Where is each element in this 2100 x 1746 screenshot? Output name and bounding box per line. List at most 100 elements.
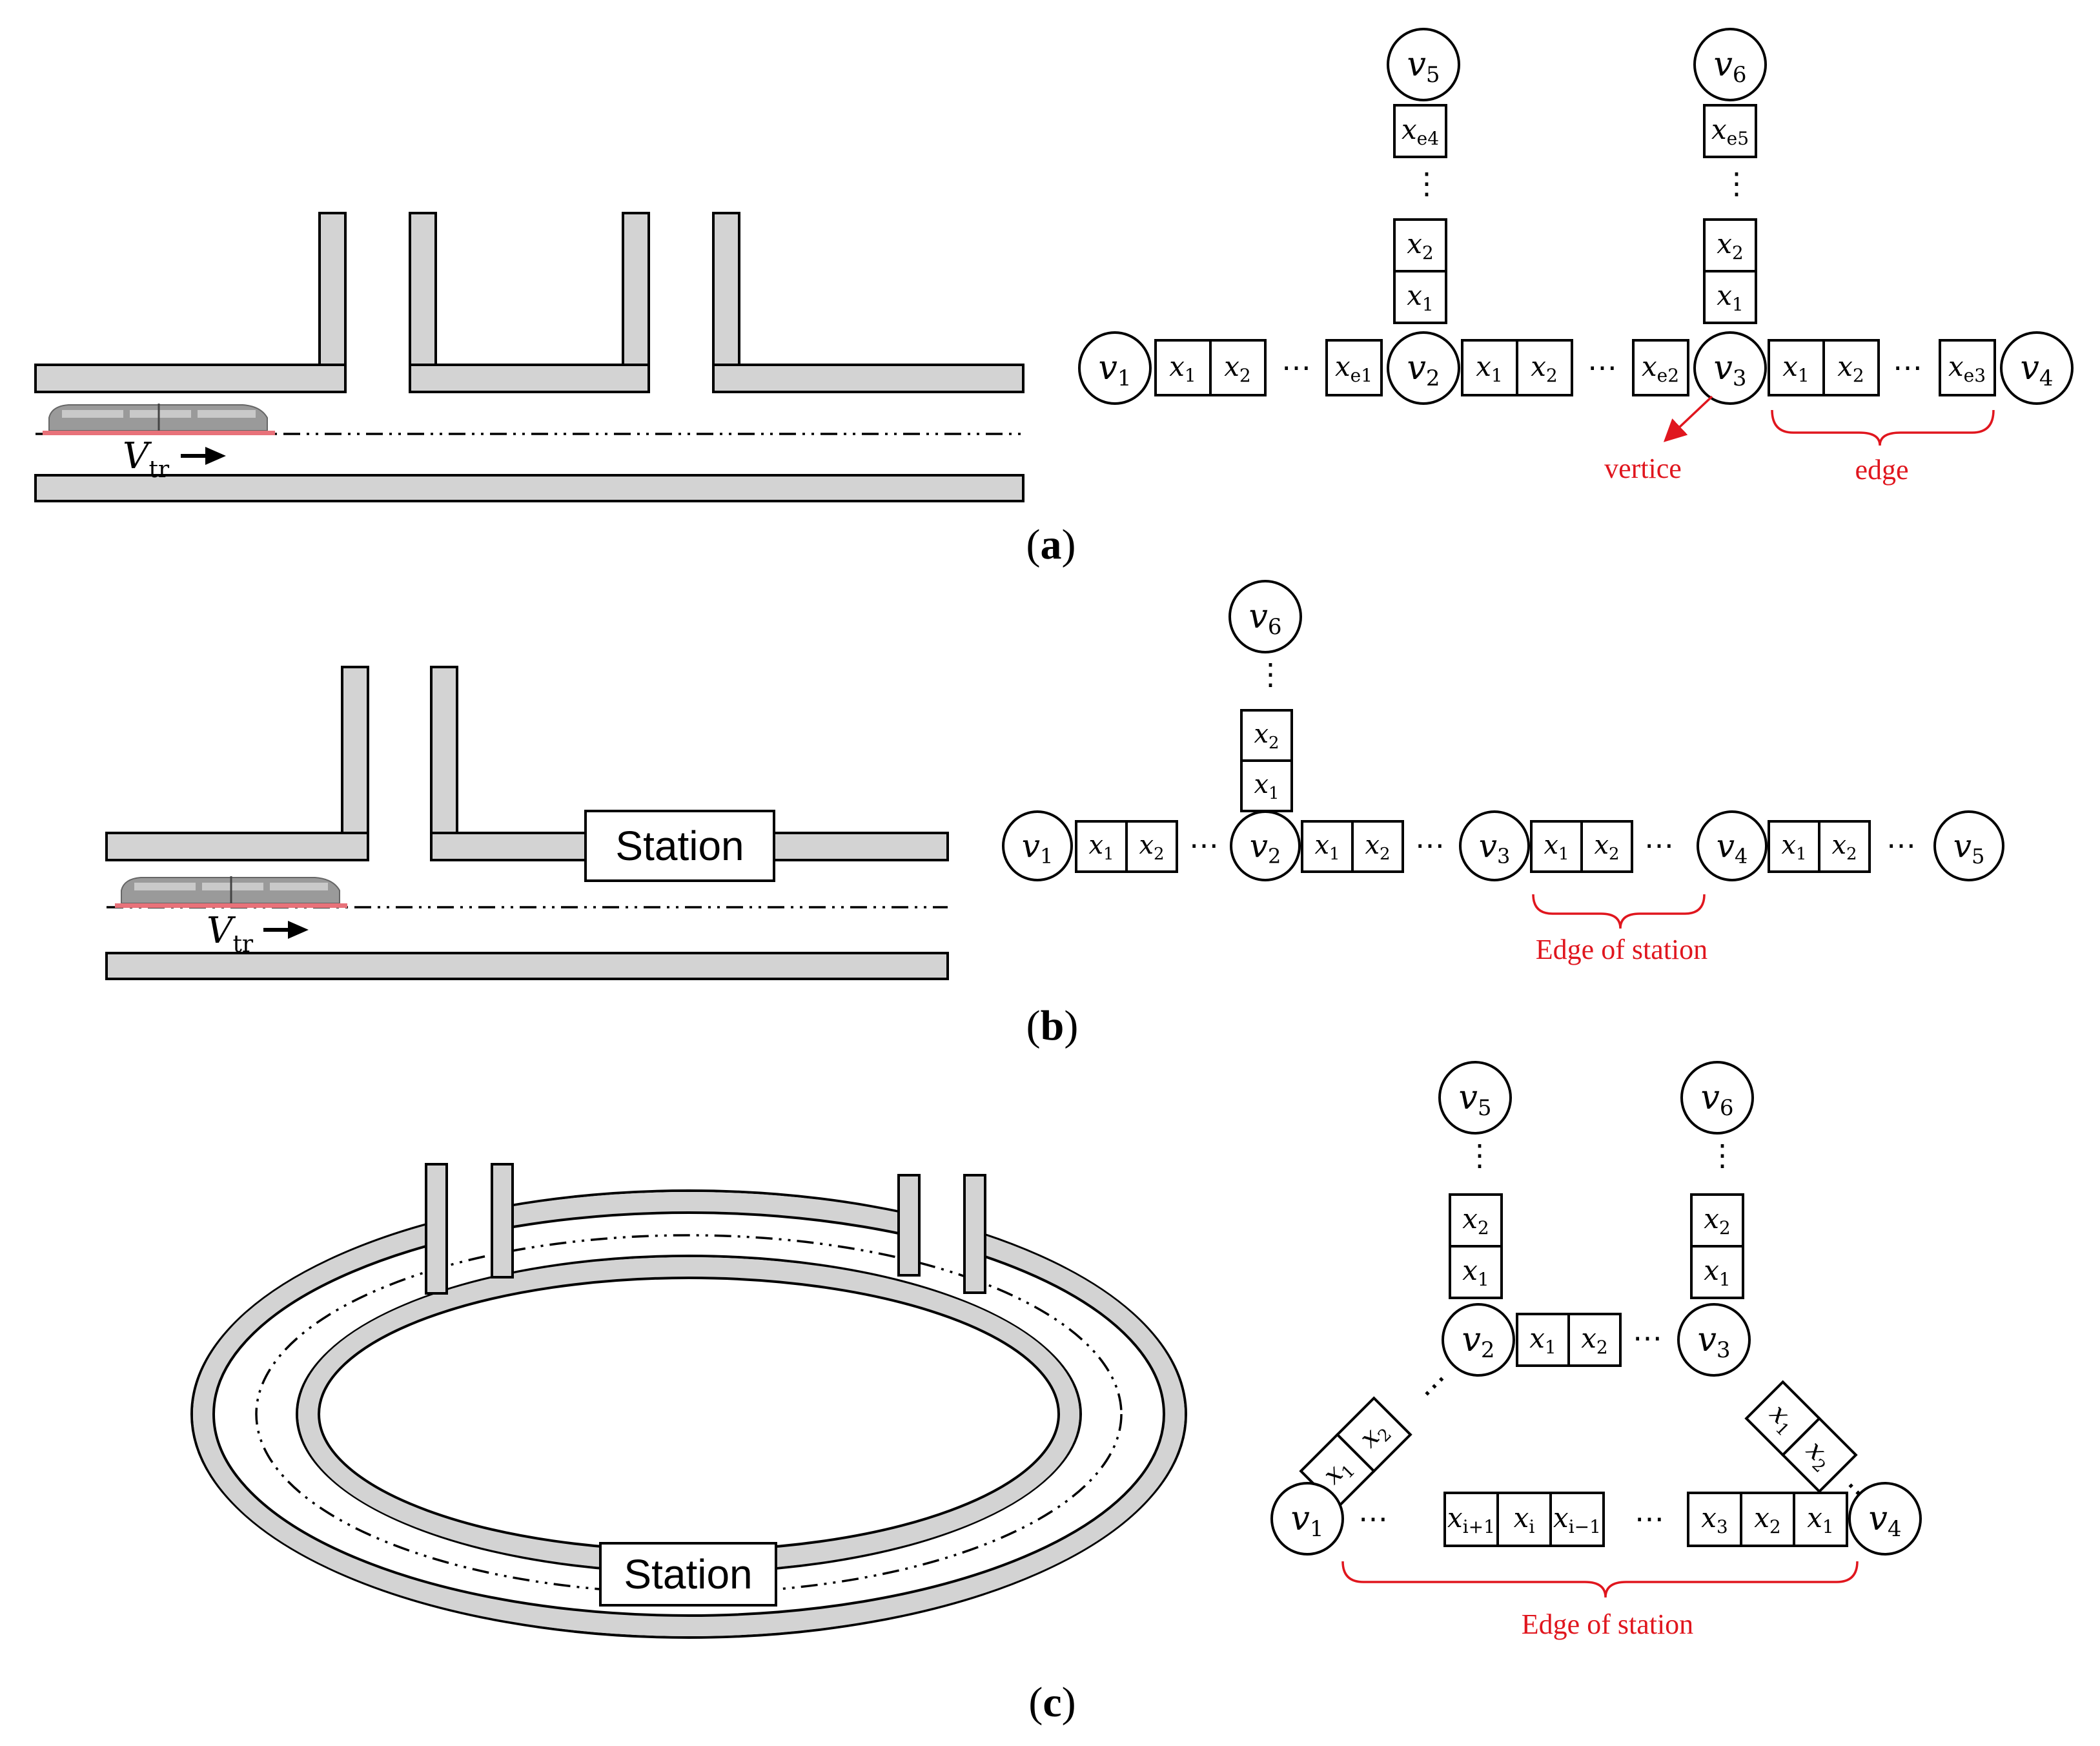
edge-box [1393,270,1447,324]
vertex-label: v3 [1479,827,1511,868]
edge-box [1393,104,1447,158]
edge-box [1335,1396,1412,1474]
vertex-label: v1 [1098,349,1131,391]
panel-c: Station v5 ⋮ x2 x1 v6 ⋮ x2 x1 v2 x1 x2 ⋯ [190,1061,1922,1726]
platform-wall [409,364,650,393]
box-label: x2 [1717,228,1744,263]
vertex-node [1693,331,1767,405]
branch-tunnel [712,212,740,366]
edge-brace [1771,409,1995,446]
edge-box [1496,1492,1552,1547]
box-label: xi [1514,1502,1535,1537]
loop-outer-wall [190,1189,1187,1639]
box-label: x3 [1701,1502,1728,1537]
box-label: x2 [1139,830,1164,864]
panel-c-loop-tunnel: Station [190,1163,1187,1639]
vertex-label: v1 [1290,1499,1323,1542]
ellipsis: ⋯ [1886,828,1916,863]
edge-box [1443,1492,1499,1547]
vertex-node [1078,331,1152,405]
box-label: x2 [1224,351,1251,386]
box-label: xe5 [1711,114,1749,149]
loop-inner-inner-edge [318,1277,1060,1552]
box-label: x2 [1365,830,1390,864]
edge-box [1632,339,1689,396]
branch-tunnel [425,1163,448,1295]
platform-wall [34,364,347,393]
ellipsis: ⋯ [1189,828,1219,863]
edge-box [1768,339,1825,396]
velocity-label: Vtr [123,435,170,483]
panel-a-graph: v5 xe4 ⋮ x2 x1 v6 xe5 ⋮ x2 x1 v1 x1 x2 ⋯ [1078,28,2074,486]
edge-box [1939,339,1996,396]
caption-c: (c) [1028,1679,1075,1726]
train [114,875,349,909]
edge-box [1449,1245,1503,1299]
ellipsis: ⋯ [1633,1320,1662,1355]
vertex-label: v3 [1713,349,1746,391]
tunnel-floor [34,474,1025,502]
box-label: x1 [1544,830,1569,864]
box-label: x2 [1254,719,1279,753]
vertex-node [1677,1303,1751,1377]
box-label: x1 [1254,770,1279,803]
box-label: x2 [1594,830,1619,864]
box-label: x2 [1531,351,1558,386]
panel-b-tunnel: Station Vtr [105,666,949,980]
platform-wall [712,364,1025,393]
loop-track-centerline [255,1234,1123,1594]
velocity-label: Vtr [207,910,254,958]
vertex-label: v2 [1250,827,1281,868]
vertex-label: v5 [1407,45,1440,88]
branch-tunnel [318,212,347,366]
branch-tunnel [897,1174,921,1277]
vertex-node [1697,810,1768,881]
box-label: xe2 [1642,351,1679,386]
branch-tunnel [409,212,437,366]
box-label: x1 [1704,1255,1731,1290]
vertex-label: v6 [1700,1078,1733,1121]
vertex-node [1387,331,1460,405]
vertex-node [1228,580,1302,653]
edge-box [1325,339,1383,396]
box-label: xe3 [1948,351,1986,386]
vertex-node [1693,28,1767,101]
edge-box [1687,1492,1742,1547]
station-label: Station [615,823,744,869]
box-label: x1 [1807,1502,1834,1537]
box-label: x1 [1407,280,1434,315]
edge-box [1690,1245,1744,1299]
vertex-node [1270,1482,1344,1556]
panel-b-graph: v6 ⋮ x2 x1 v1 x1 x2 ⋯ v2 x1 x2 ⋯ v3 x1 [1002,580,2004,965]
ellipsis: ⋯ [1281,350,1311,385]
edge-box [1818,820,1871,873]
edge-box [1549,1492,1605,1547]
tunnel-floor [105,952,949,980]
vertical-ellipsis: ⋮ [1412,166,1442,201]
edge-box [1703,270,1757,324]
edge-box [1125,820,1178,873]
velocity-arrow-head [288,921,309,939]
box-label: xe4 [1402,114,1439,149]
platform-wall [105,832,369,861]
vertical-ellipsis: ⋮ [1465,1138,1494,1173]
box-label: x1 [1781,830,1806,864]
box-label: x2 [1581,1322,1608,1358]
box-label: x1 [1462,1255,1489,1290]
box-label: x1 [1476,351,1503,386]
ellipsis: ⋯ [1587,350,1617,385]
box-label: x1 [1169,351,1196,386]
edge-box [1530,820,1583,873]
panel-a-tunnel: Vtr [34,212,1025,502]
caption-a: (a) [1026,521,1076,568]
panel-b: Station Vtr v6 ⋮ x2 x1 v1 x1 x2 ⋯ v2 [105,580,2004,1049]
ellipsis: ⋯ [1644,828,1674,863]
vertice-arrow [1663,395,1713,442]
vertex-node [1459,810,1530,881]
vertex-label: v4 [1868,1499,1901,1542]
ellipsis: ⋯ [1893,350,1922,385]
vertex-node [1680,1061,1754,1135]
vertex-label: v6 [1249,597,1281,640]
vertex-label: v6 [1713,45,1746,88]
